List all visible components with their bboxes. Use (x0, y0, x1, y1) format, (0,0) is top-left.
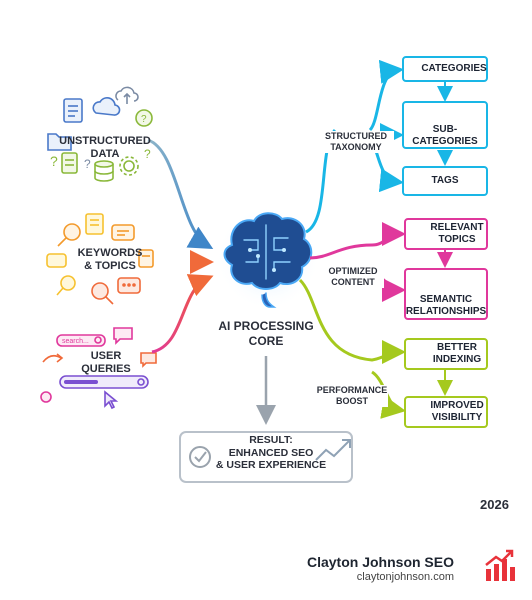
magnifier-icon-2 (91, 282, 114, 305)
brain-icon (223, 212, 313, 308)
document-icon (63, 98, 83, 123)
tap-icon (40, 391, 52, 403)
label-performance-boost: PERFORMANCE BOOST (316, 385, 388, 407)
arrow-unstructured-to-core (147, 138, 214, 249)
trend-up-icon (315, 439, 351, 461)
question-mark-icon: ??? (50, 147, 151, 171)
improved-visibility-label: IMPROVED VISIBILITY (430, 400, 484, 423)
cloud-icon (92, 97, 121, 116)
label-keywords-topics: KEYWORDS & TOPICS (77, 247, 143, 272)
folder-icon (47, 133, 72, 151)
search-chip-text: search... (62, 338, 89, 345)
chat-bubble-icon-2 (46, 253, 67, 268)
search-bar-icon-2 (59, 375, 149, 389)
gear-icon (119, 156, 139, 176)
bar-chart-logo-icon (485, 549, 515, 581)
categories-box: CATEGORIES (402, 56, 488, 82)
tags-box: TAGS (402, 166, 488, 196)
share-arrow-icon (42, 353, 64, 363)
chat-bubble-icon-3 (113, 327, 133, 345)
arrow-queries-to-core (151, 274, 214, 354)
chat-dots-icon (117, 277, 141, 294)
brand-url[interactable]: claytonjohnson.com (356, 571, 454, 583)
year-label: 2026 (480, 497, 509, 512)
magnifier-icon-3 (56, 275, 76, 296)
brand-block: Clayton Johnson SEO claytonjohnson.com (307, 554, 454, 583)
label-optimized-content: OPTIMIZED CONTENT (322, 266, 384, 288)
database-icon (94, 160, 114, 182)
subcategories-box: SUB-CATEGORIES (402, 101, 488, 149)
label-user-queries: USER QUERIES (81, 350, 131, 375)
unstructured-data-icons: ? ??? (47, 86, 153, 182)
semantic-relationships-label: SEMANTIC RELATIONSHIPS (405, 294, 487, 317)
search-bar-icon (56, 334, 106, 347)
file-icon (61, 152, 78, 174)
brand-name: Clayton Johnson SEO (306, 554, 454, 570)
question-bubble-icon: ? (135, 109, 153, 127)
result-label: RESULT: ENHANCED SEO & USER EXPERIENCE (215, 434, 327, 471)
result-box (179, 431, 353, 483)
better-indexing-box: BETTER INDEXING (404, 338, 488, 370)
chat-bubble-icon (111, 224, 135, 241)
tags-label: TAGS (431, 175, 459, 186)
subcategories-label: SUB-CATEGORIES (412, 124, 478, 147)
svg-text:?: ? (84, 157, 91, 171)
cursor-icon (104, 390, 119, 410)
svg-text:?: ? (144, 147, 151, 161)
note-icon (85, 213, 104, 235)
semantic-relationships-box: SEMANTIC RELATIONSHIPS (404, 268, 488, 320)
svg-text:?: ? (141, 114, 147, 125)
footer (0, 520, 532, 600)
svg-text:?: ? (50, 153, 58, 169)
upload-cloud-icon (115, 86, 139, 104)
check-circle-icon (189, 446, 211, 468)
improved-visibility-box: IMPROVED VISIBILITY (404, 396, 488, 428)
better-indexing-label: BETTER INDEXING (432, 342, 482, 365)
categories-label: CATEGORIES (421, 63, 487, 74)
core-label: AI PROCESSING CORE (218, 319, 314, 348)
label-structured-taxonomy: STRUCTURED TAXONOMY (318, 131, 394, 153)
label-unstructured-data: UNSTRUCTURED DATA (59, 135, 151, 160)
heart-bubble-icon (140, 352, 157, 368)
magnifier-icon (57, 223, 81, 247)
relevant-topics-label: RELEVANT TOPICS (430, 222, 484, 245)
user-queries-icons: search... (40, 327, 157, 410)
keywords-icons (46, 213, 154, 305)
relevant-topics-box: RELEVANT TOPICS (404, 218, 488, 250)
